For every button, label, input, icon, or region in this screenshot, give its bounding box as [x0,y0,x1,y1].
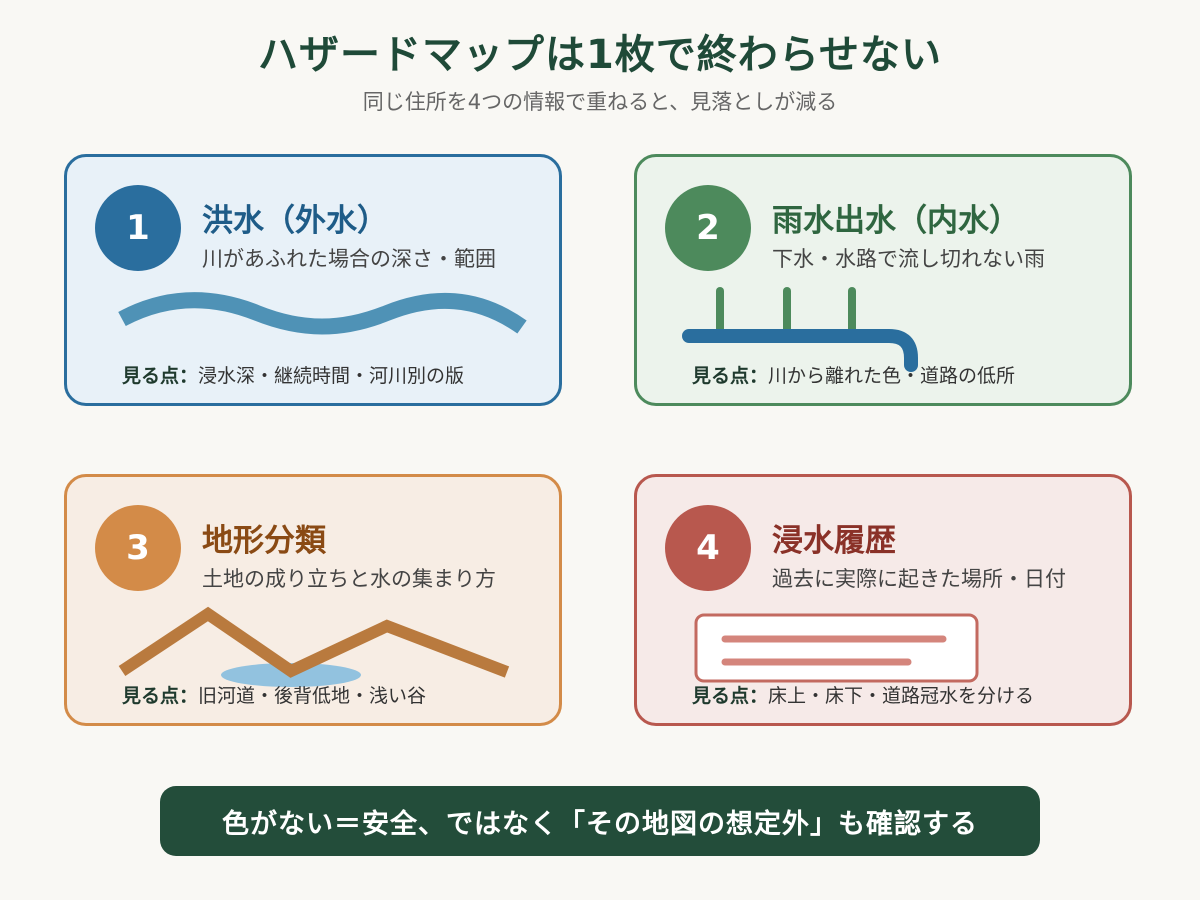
card-point: 見る点：川から離れた色・道路の低所 [692,361,1015,388]
card-rainwater: 2 雨水出水（内水） 下水・水路で流し切れない雨 見る点：川から離れた色・道路の… [634,154,1132,406]
card-number-badge: 2 [665,185,751,271]
page-subtitle: 同じ住所を4つの情報で重ねると、見落としが減る [362,90,838,114]
drain-pipe-icon [682,287,918,372]
card-number-badge: 4 [665,505,751,591]
page-title: ハザードマップは1枚で終わらせない [257,32,943,78]
point-text: 浸水深・継続時間・河川別の版 [198,365,465,387]
card-title: 地形分類 [202,523,326,559]
point-label: 見る点： [122,365,199,387]
river-wave-icon [118,292,527,335]
terrain-valley-icon [118,606,510,687]
point-label: 見る点： [692,365,769,387]
point-label: 見る点： [692,685,769,707]
card-description: 下水・水路で流し切れない雨 [772,247,1045,271]
point-text: 旧河道・後背低地・浅い谷 [198,685,427,707]
card-point: 見る点：旧河道・後背低地・浅い谷 [122,681,426,708]
record-document-icon [694,613,979,683]
card-title: 洪水（外水） [202,203,388,239]
point-label: 見る点： [122,685,199,707]
card-number-badge: 3 [95,505,181,591]
point-text: 川から離れた色・道路の低所 [768,365,1016,387]
point-text: 床上・床下・道路冠水を分ける [768,685,1035,707]
card-description: 過去に実際に起きた場所・日付 [772,567,1066,591]
card-flood-history: 4 浸水履歴 過去に実際に起きた場所・日付 見る点：床上・床下・道路冠水を分ける [634,474,1132,726]
summary-banner: 色がない＝安全、ではなく「その地図の想定外」も確認する [160,786,1040,856]
card-point: 見る点：浸水深・継続時間・河川別の版 [122,361,464,388]
card-landform: 3 地形分類 土地の成り立ちと水の集まり方 見る点：旧河道・後背低地・浅い谷 [64,474,562,726]
card-point: 見る点：床上・床下・道路冠水を分ける [692,681,1034,708]
card-title: 浸水履歴 [772,523,896,559]
card-title: 雨水出水（内水） [772,203,1020,239]
card-number-badge: 1 [95,185,181,271]
card-flood: 1 洪水（外水） 川があふれた場合の深さ・範囲 見る点：浸水深・継続時間・河川別… [64,154,562,406]
card-description: 川があふれた場合の深さ・範囲 [202,247,496,271]
card-description: 土地の成り立ちと水の集まり方 [202,567,496,591]
